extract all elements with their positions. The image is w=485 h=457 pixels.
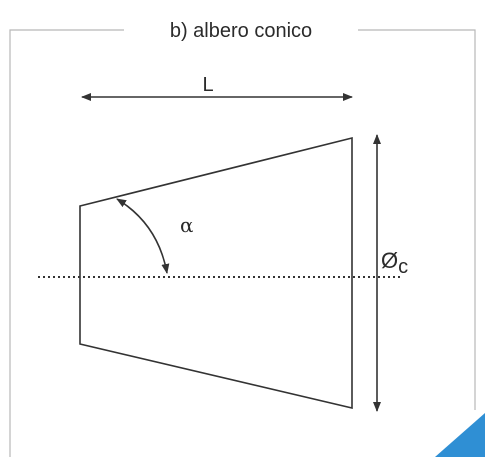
length-label: L [202, 74, 213, 96]
conical-shaft-outline [79, 136, 353, 410]
diameter-subscript: c [398, 256, 408, 278]
diameter-label: Øc [381, 248, 408, 278]
diameter-symbol: Ø [381, 248, 398, 273]
angle-arc [116, 198, 170, 274]
corner-triangle-icon [435, 413, 485, 457]
diagram-title: b) albero conico [170, 20, 312, 42]
frame-border [9, 29, 476, 457]
angle-label: α [180, 213, 194, 237]
